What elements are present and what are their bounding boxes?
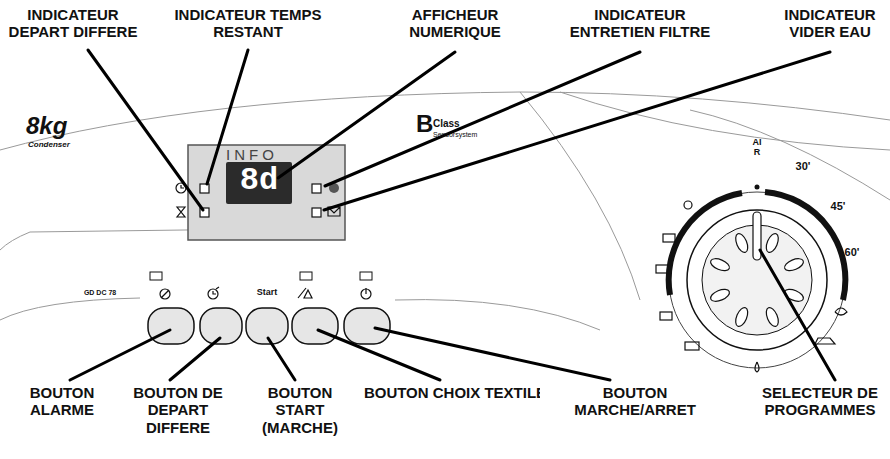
- callout-label: BOUTON MARCHE/ARRET: [540, 384, 730, 419]
- dial-grip: [764, 306, 781, 328]
- callout-label: BOUTON CHOIX TEXTILE: [360, 384, 550, 401]
- digital-display: 8d: [240, 163, 278, 200]
- dial-mark: 60': [845, 246, 860, 259]
- capacity-mark: 8kg: [26, 112, 67, 140]
- model-number: GD DC 78: [84, 289, 116, 297]
- panel-title: INFO: [226, 146, 278, 163]
- button-caption: Start: [257, 287, 278, 297]
- class-mark: Sensorsystem: [433, 131, 477, 139]
- dial-mark: 30': [796, 160, 811, 173]
- callout-label: INDICATEUR TEMPS RESTANT: [173, 6, 323, 41]
- callout-label: INDICATEUR DEPART DIFFERE: [3, 6, 143, 41]
- callout-label: AFFICHEUR NUMERIQUE: [390, 6, 520, 41]
- callout-label: BOUTON ALARME: [7, 384, 117, 419]
- callout-label: BOUTON DE DEPART DIFFERE: [118, 384, 238, 436]
- callout-label: INDICATEUR ENTRETIEN FILTRE: [555, 6, 725, 41]
- callout-label: SELECTEUR DE PROGRAMMES: [755, 384, 885, 419]
- callout-label: BOUTON START (MARCHE): [245, 384, 355, 436]
- dial-grip: [709, 287, 731, 304]
- class-mark: B: [416, 110, 433, 138]
- dial-grip: [764, 232, 781, 254]
- dial-grip: [783, 256, 805, 273]
- dial-mark: 45': [831, 200, 846, 213]
- model-type: Condenser: [28, 140, 70, 149]
- dial-grip: [709, 256, 731, 273]
- class-mark: Class: [433, 118, 460, 130]
- dial-grip: [733, 232, 750, 254]
- dial-grip: [733, 306, 750, 328]
- dial-mark: AIR: [753, 138, 762, 158]
- callout-label: INDICATEUR VIDER EAU: [775, 6, 885, 41]
